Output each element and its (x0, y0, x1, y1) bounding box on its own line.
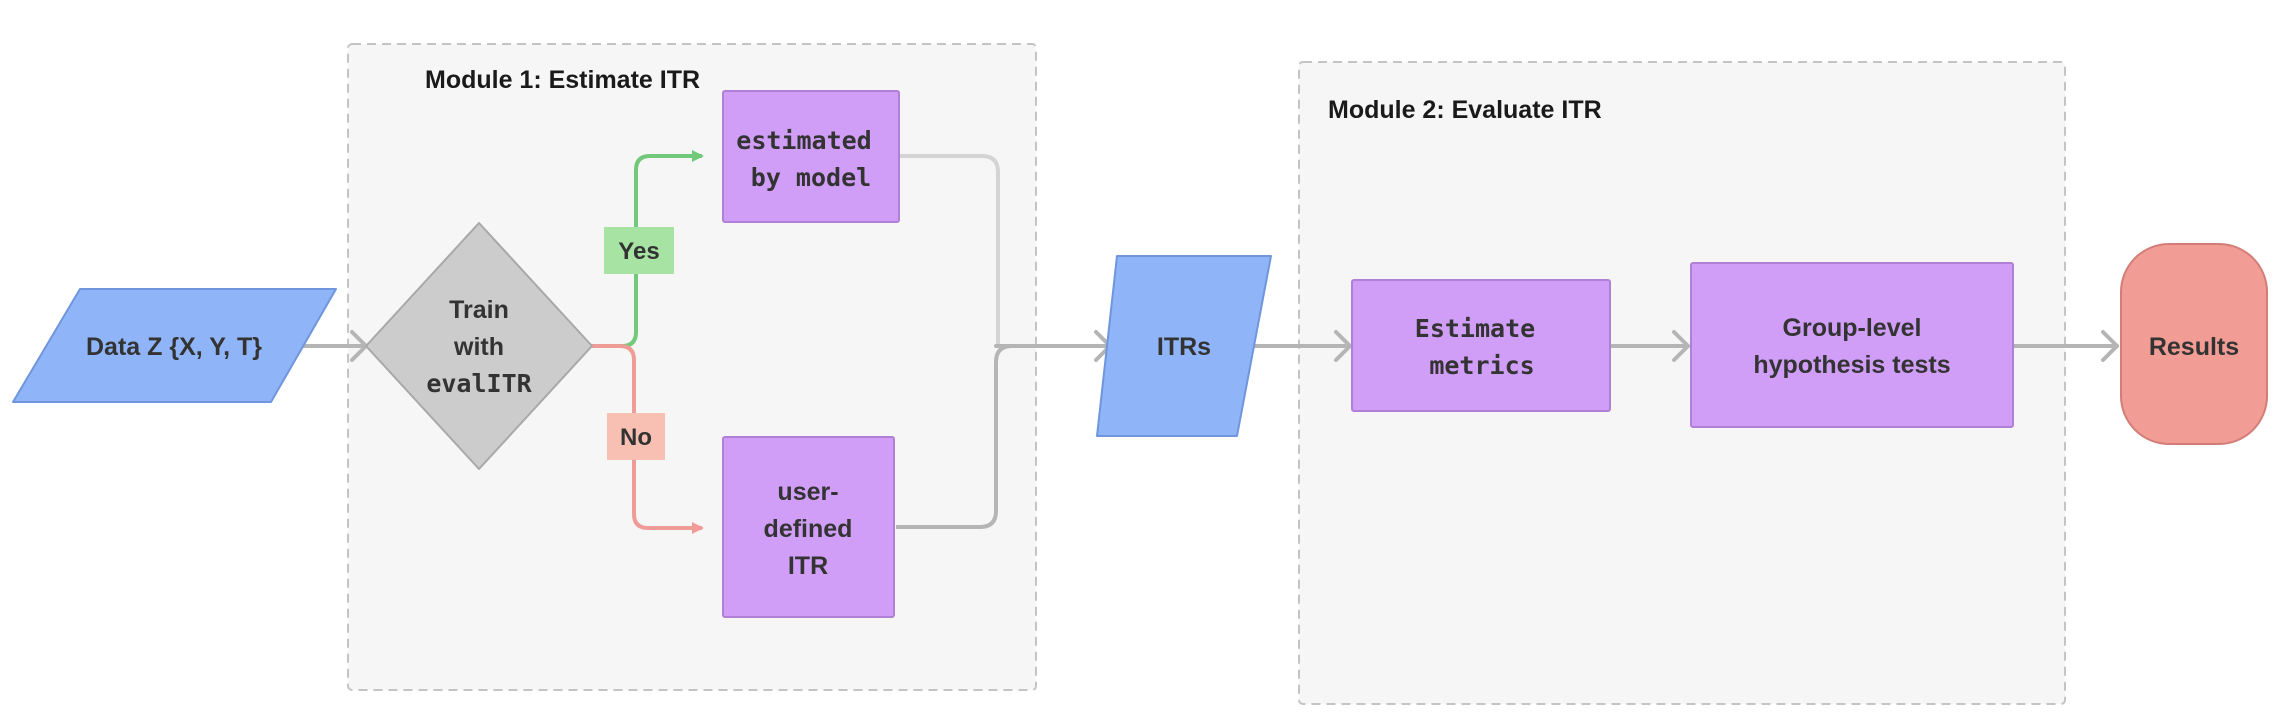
group-tests-line2: hypothesis tests (1753, 351, 1950, 379)
metrics-line2: metrics (1429, 351, 1534, 380)
decision-label-line2: with (453, 333, 504, 361)
decision-label-line1: Train (449, 296, 509, 324)
yes-branch-badge (604, 227, 674, 274)
itrs-node (1096, 255, 1272, 437)
metrics-line1: Estimate (1415, 314, 1535, 343)
user-defined-line1: user- (777, 478, 838, 506)
connector-tests-to-results (2012, 330, 2119, 362)
module-2-container (1298, 61, 2066, 705)
estimated-line2: by model (751, 163, 871, 192)
user-defined-line2: defined (764, 515, 853, 543)
results-label: Results (2149, 333, 2239, 361)
estimated-by-model-node (722, 90, 900, 223)
connector-estimated-to-itrs (900, 154, 1000, 346)
group-tests-line1: Group-level (1783, 314, 1922, 342)
estimated-line1: estimated (736, 126, 871, 155)
no-branch-label: No (620, 424, 652, 451)
module-2-title: Module 2: Evaluate ITR (1328, 96, 1602, 124)
module-1-title: Module 1: Estimate ITR (425, 66, 700, 94)
connector-metrics-to-tests (1609, 330, 1690, 362)
data-input-node (12, 288, 337, 403)
results-node (2120, 243, 2268, 445)
decision-label-line3: evalITR (426, 369, 532, 398)
group-level-tests-node (1690, 262, 2014, 428)
data-input-label: Data Z {X, Y, T} (86, 333, 262, 361)
user-defined-line3: ITR (788, 552, 828, 580)
user-defined-itr-node (722, 436, 895, 618)
decision-node (365, 222, 593, 470)
itrs-label: ITRs (1157, 333, 1211, 361)
connector-data-to-decision (301, 330, 368, 362)
yes-branch-label: Yes (618, 238, 659, 265)
connector-itrs-to-metrics (1252, 330, 1352, 362)
no-branch-badge (607, 413, 665, 460)
estimate-metrics-node (1351, 279, 1611, 412)
